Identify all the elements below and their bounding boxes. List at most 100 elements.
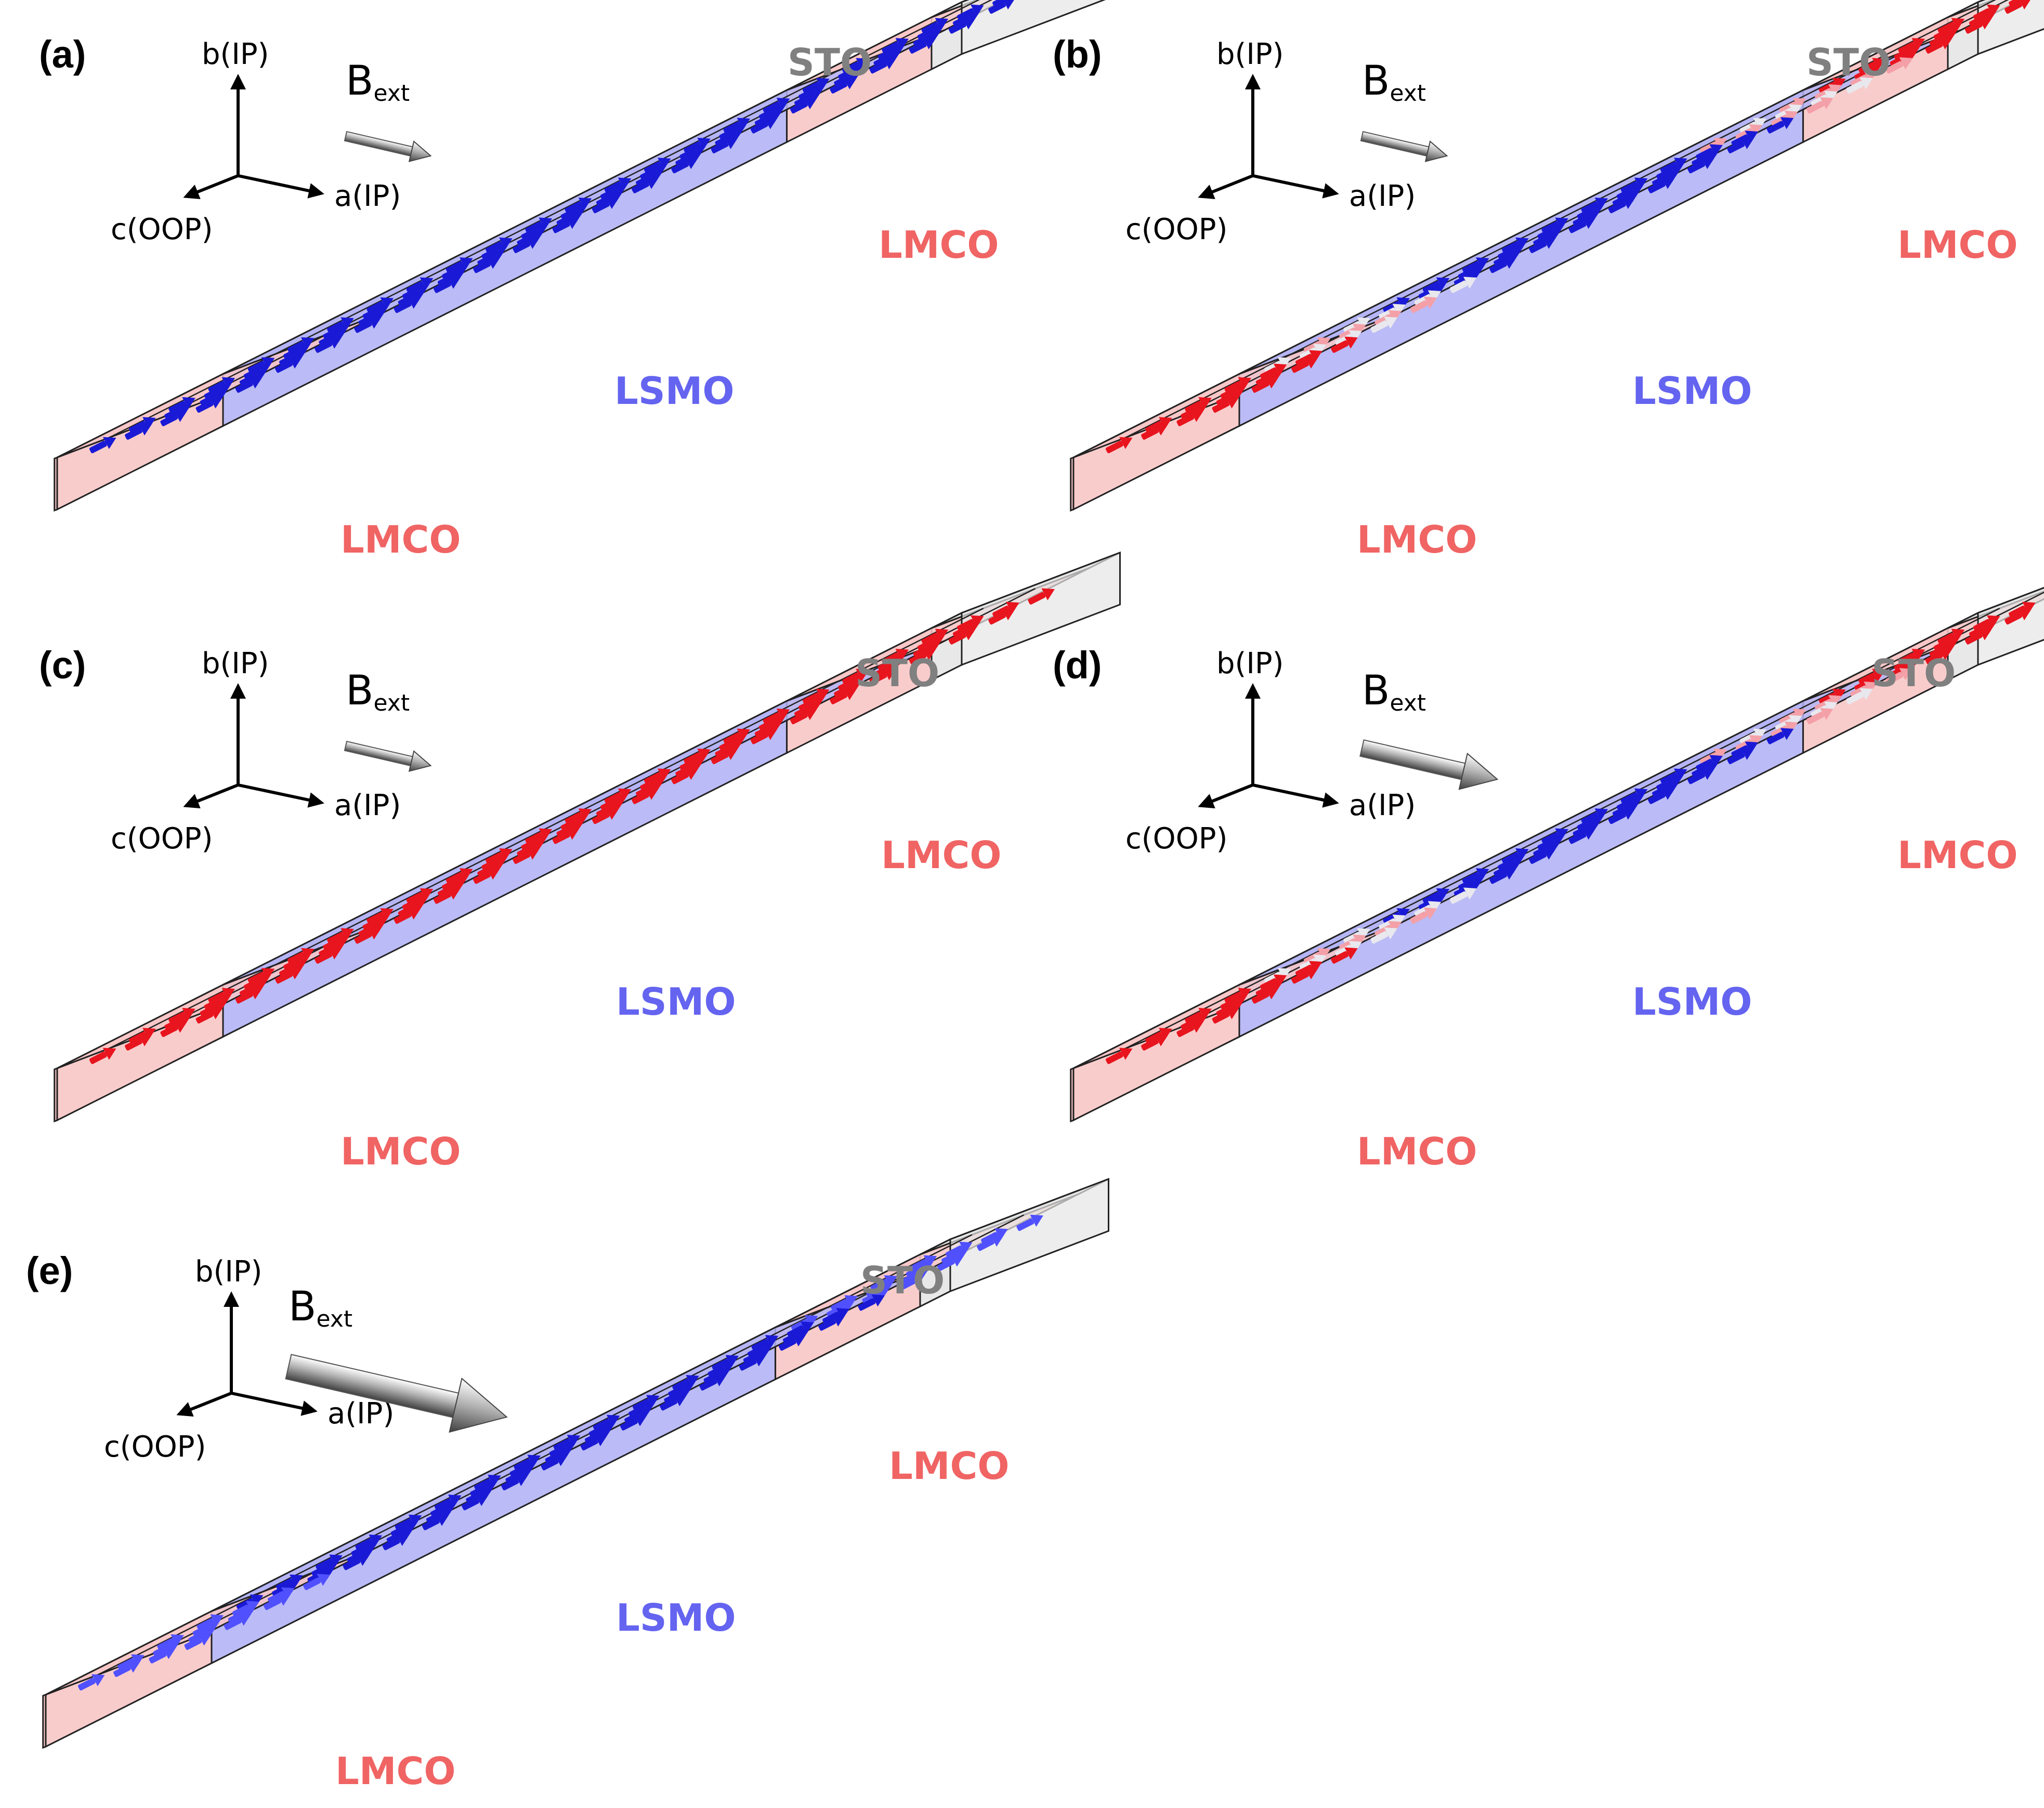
spin-arrow-head bbox=[209, 396, 223, 409]
spin-arrow-head bbox=[1626, 190, 1640, 203]
spin-arrow-shaft bbox=[1727, 140, 1745, 153]
spin-arrow-head bbox=[174, 1020, 187, 1033]
spin-arrow bbox=[1727, 137, 1754, 153]
spin-arrow-head bbox=[293, 350, 306, 362]
spin-arrow bbox=[125, 423, 152, 440]
spin-arrow-head bbox=[439, 1507, 453, 1520]
spin-arrow-shaft bbox=[632, 791, 649, 804]
spin-arrow-head bbox=[1503, 867, 1516, 880]
spin-arrow-head bbox=[883, 57, 897, 70]
spin-arrow-shaft bbox=[790, 712, 808, 725]
slab-3d bbox=[1070, 587, 2044, 1123]
spin-arrow-shaft bbox=[513, 851, 531, 864]
field-arrow: Bext bbox=[344, 58, 432, 162]
spin-arrow-head bbox=[142, 417, 156, 429]
lmco-left-face bbox=[1070, 1067, 1075, 1123]
spin-arrow-shaft bbox=[1105, 1051, 1123, 1064]
spin-arrow-head bbox=[1551, 834, 1564, 847]
axes-triad: b(IP)a(IP)c(OOP) bbox=[1125, 647, 1416, 856]
spin-arrow-head bbox=[530, 841, 544, 854]
lmco-label-right: LMCO bbox=[879, 223, 999, 267]
spin-arrow-head bbox=[1951, 628, 1965, 641]
spin-arrow-head bbox=[221, 988, 235, 1000]
spin-arrow-head bbox=[1701, 768, 1714, 780]
spin-arrow-head bbox=[487, 256, 500, 269]
spin-arrow-head bbox=[1225, 1007, 1239, 1019]
spin-arrow bbox=[1846, 688, 1873, 704]
spin-arrow bbox=[235, 987, 263, 1004]
spin-arrow bbox=[1608, 196, 1635, 214]
spin-arrow-head bbox=[380, 908, 394, 921]
spin-arrow-head bbox=[737, 728, 751, 741]
field-arrow-head bbox=[1424, 140, 1448, 162]
spin-arrow bbox=[1529, 237, 1556, 253]
spin-arrow-shaft bbox=[1925, 652, 1943, 665]
spin-arrow-head bbox=[645, 788, 659, 800]
spin-arrow-head bbox=[221, 377, 235, 389]
spin-arrow-head bbox=[658, 158, 671, 170]
spin-arrow-head bbox=[816, 77, 830, 90]
spin-arrow-shaft bbox=[354, 320, 372, 333]
lmco-label-bottom: LMCO bbox=[335, 1749, 456, 1793]
spin-arrow-head bbox=[915, 1268, 929, 1280]
spin-arrow-head bbox=[407, 907, 421, 920]
spin-arrow-head bbox=[605, 196, 619, 209]
spin-arrow-head bbox=[1907, 655, 1921, 667]
spin-arrow-head bbox=[618, 788, 632, 801]
spin-arrow bbox=[909, 648, 936, 665]
spin-arrow-head bbox=[1903, 50, 1917, 63]
spin-arrow-head bbox=[1427, 290, 1442, 303]
spin-arrow bbox=[711, 748, 738, 764]
spin-arrow-head bbox=[420, 277, 434, 290]
spin-arrow-head bbox=[1463, 277, 1477, 289]
spin-arrow-head bbox=[1555, 828, 1568, 841]
c-axis-label: c(OOP) bbox=[1125, 822, 1227, 856]
spin-arrow-shaft bbox=[897, 1278, 915, 1291]
spin-arrow bbox=[354, 317, 382, 333]
spin-arrow-shaft bbox=[354, 931, 372, 944]
spin-arrow-head bbox=[618, 177, 632, 190]
spin-arrow-shaft bbox=[275, 971, 293, 984]
spin-arrow bbox=[1568, 828, 1596, 844]
spin-arrow-head bbox=[102, 1047, 116, 1060]
field-label: Bext bbox=[346, 58, 410, 107]
spin-arrow-head bbox=[340, 928, 354, 940]
lmco-left-face bbox=[54, 1067, 58, 1123]
spin-arrow-head bbox=[1868, 675, 1881, 688]
spin-arrow-head bbox=[891, 44, 905, 57]
spin-arrow-head bbox=[756, 1347, 770, 1360]
spin-arrow-shaft bbox=[1291, 971, 1309, 984]
c-axis-label: c(OOP) bbox=[1125, 213, 1227, 246]
spin-arrow bbox=[501, 1474, 528, 1490]
spin-arrow-head bbox=[602, 1421, 616, 1434]
spin-arrow-shaft bbox=[869, 672, 887, 685]
spin-arrow bbox=[1331, 336, 1358, 353]
panel-a: (a) b(IP)a(IP)c(OOP) Bext STO LMCO LSMO … bbox=[39, 0, 1106, 561]
spin-arrow-head bbox=[519, 1468, 532, 1480]
spin-arrow-head bbox=[566, 828, 580, 840]
spin-arrow-head bbox=[534, 834, 548, 847]
spin-arrow-head bbox=[455, 264, 469, 276]
spin-arrow-shaft bbox=[750, 731, 768, 744]
spin-arrow bbox=[541, 1454, 568, 1471]
spin-arrow bbox=[513, 847, 540, 864]
spin-arrow-head bbox=[1780, 117, 1794, 129]
spin-arrow bbox=[113, 1660, 140, 1677]
spin-arrow-head bbox=[539, 828, 552, 841]
spin-arrow-head bbox=[808, 90, 821, 103]
spin-arrow-head bbox=[1753, 728, 1767, 741]
spin-arrow-shaft bbox=[1568, 831, 1587, 844]
spin-arrow-shaft bbox=[620, 1418, 638, 1431]
spin-arrow-shaft bbox=[739, 1358, 757, 1371]
spin-arrow-head bbox=[178, 1014, 191, 1027]
spin-arrow bbox=[1251, 376, 1279, 393]
spin-arrow-head bbox=[1515, 237, 1529, 250]
spin-arrow-head bbox=[1471, 874, 1485, 887]
spin-arrow-head bbox=[606, 1414, 620, 1427]
spin-arrow-head bbox=[1582, 217, 1596, 229]
spin-arrow-shaft bbox=[1846, 691, 1864, 704]
spin-arrow-shaft bbox=[1370, 931, 1388, 944]
spin-arrow-head bbox=[250, 1594, 264, 1607]
spin-arrow-head bbox=[653, 164, 667, 176]
spin-arrow bbox=[1028, 588, 1055, 605]
